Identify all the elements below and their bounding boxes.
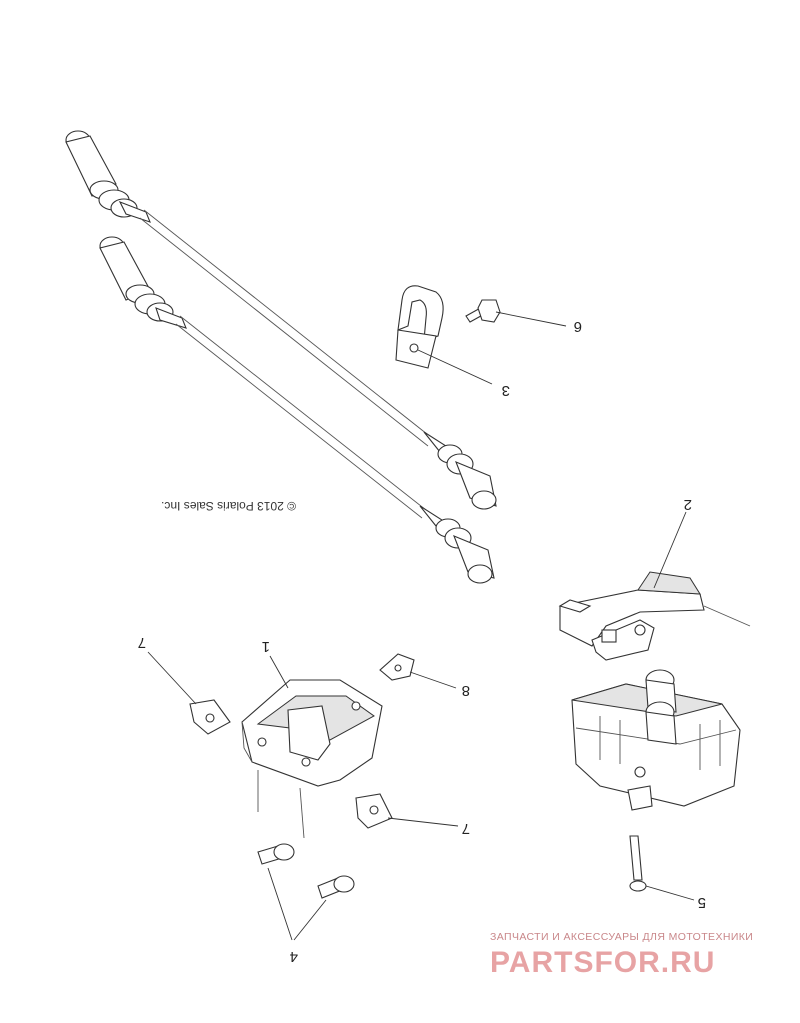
leader-7-left [147,651,197,705]
spark-plug-wire-upper [65,130,497,510]
spark-plug-wire-lower [99,236,495,584]
leader-4-a [267,867,293,941]
mounting-bracket-part-1 [241,679,383,839]
partsfor-watermark: ЗАПЧАСТИ И АКСЕССУАРЫ ДЛЯ МОТОТЕХНИКИ PA… [490,931,753,979]
screw-part-4-lower [317,875,355,899]
callout-4: 4 [290,948,298,965]
u-nut-clip-part-7-left [189,699,231,735]
callout-7-lower: 7 [462,820,470,837]
callout-1: 1 [262,638,270,655]
leader-6 [495,311,567,327]
leader-4-b [293,899,327,941]
leader-8 [409,671,457,689]
screw-part-4-upper [257,843,295,865]
callout-2: 2 [684,496,692,513]
wire-clamp-part-3 [395,285,444,369]
leader-7-lower [387,817,459,827]
callout-7-left: 7 [138,634,146,651]
screw-part-6 [465,299,501,323]
ignition-coil [571,669,741,811]
leader-3 [417,349,493,385]
u-nut-clip-part-7-lower [355,793,393,829]
callout-5: 5 [698,894,706,911]
leader-2 [653,511,687,589]
copyright-text: © 2013 Polaris Sales Inc. [161,499,296,513]
watermark-tagline: ЗАПЧАСТИ И АКСЕССУАРЫ ДЛЯ МОТОТЕХНИКИ [490,931,753,943]
callout-8: 8 [462,682,470,699]
speed-nut-part-8 [379,653,415,681]
leader-1 [269,655,289,689]
bolt-part-5 [629,835,647,892]
callout-6: 6 [574,318,582,335]
watermark-logo: PARTSFOR.RU [490,946,715,979]
callout-3: 3 [502,382,510,399]
coil-bracket-part-2 [558,571,751,661]
leader-5 [645,885,695,901]
